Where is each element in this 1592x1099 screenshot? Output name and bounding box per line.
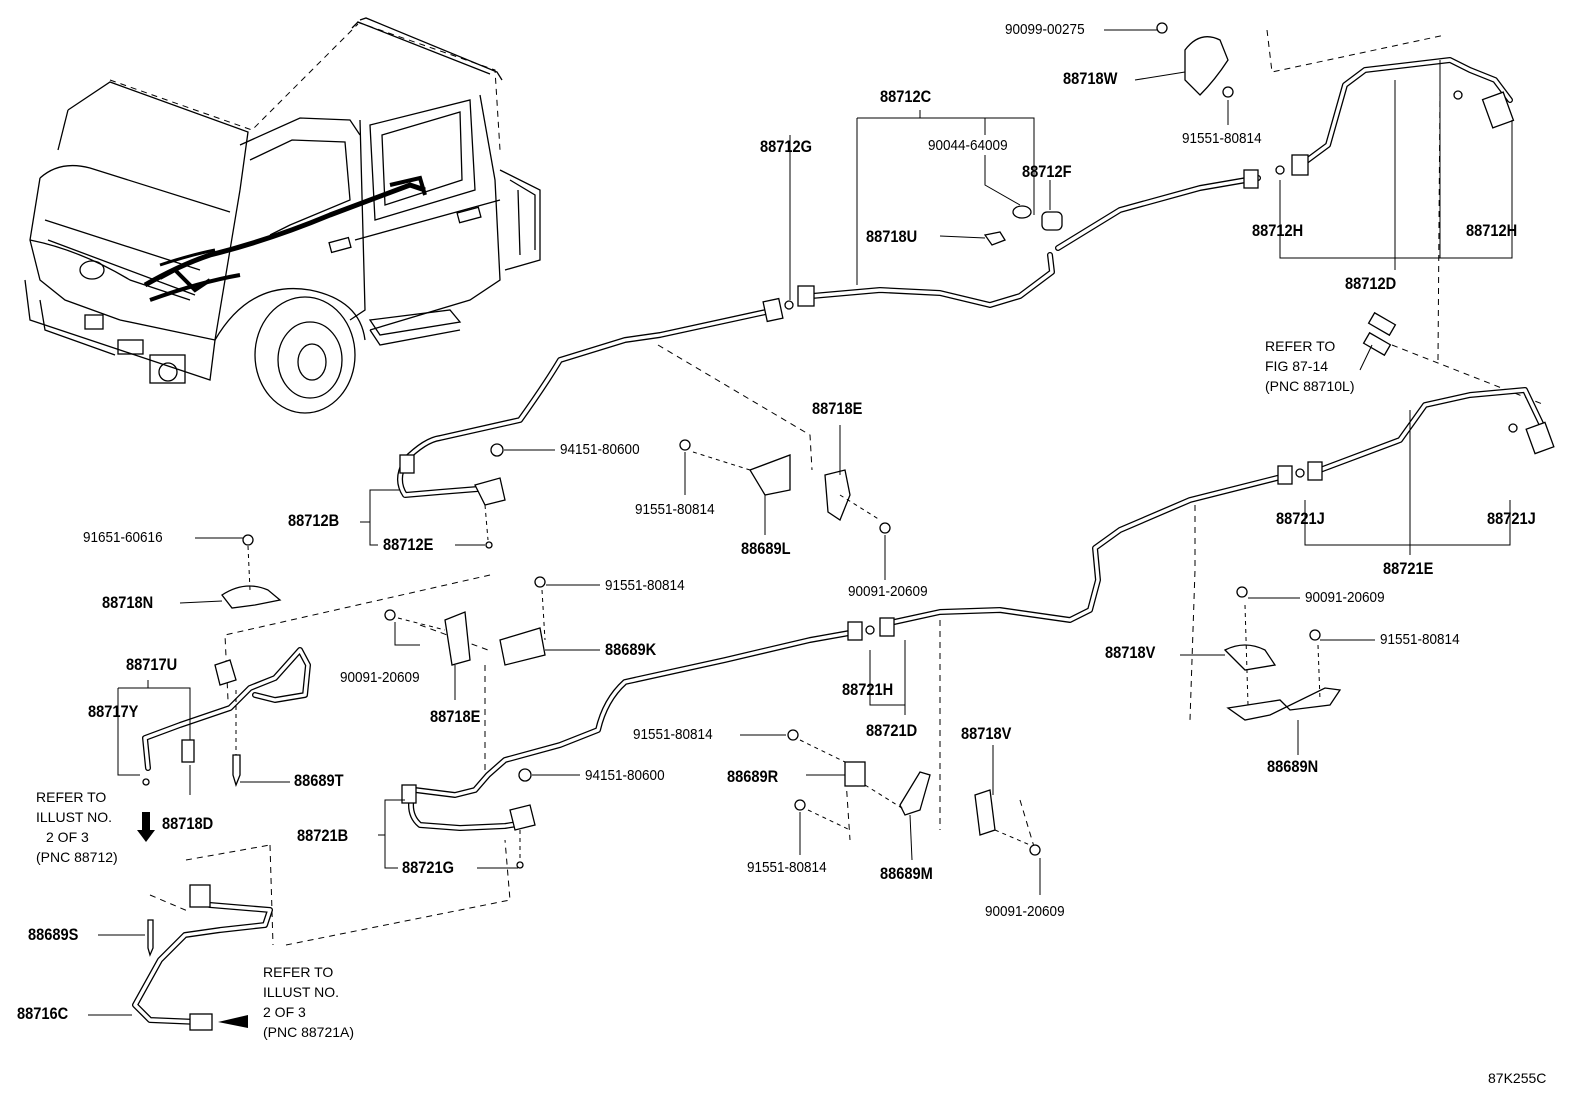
refer-illust-88721A: REFER TO ILLUST NO. 2 OF 3 (PNC 88721A) [263, 964, 355, 1040]
label-88718W: 88718W [1063, 69, 1118, 88]
label-88717Y: 88717Y [88, 702, 139, 721]
label-88721J-left: 88721J [1276, 509, 1325, 528]
label-88721D: 88721D [866, 721, 918, 740]
label-91551-80814-k: 91551-80814 [605, 577, 685, 594]
label-91551-80814-top: 91551-80814 [1182, 130, 1262, 147]
label-90091-20609-d: 90091-20609 [985, 903, 1065, 920]
label-88718D: 88718D [162, 814, 214, 833]
label-91651-60616: 91651-60616 [83, 529, 163, 546]
illustration-number: 87K255C [1488, 1070, 1547, 1086]
ac-piping [132, 57, 1551, 1025]
label-90091-20609-a: 90091-20609 [848, 583, 928, 600]
label-88712F: 88712F [1022, 162, 1072, 181]
label-91551-80814-r: 91551-80814 [633, 726, 713, 743]
label-88721G: 88721G [402, 858, 455, 877]
label-88718E-top: 88718E [812, 399, 863, 418]
label-91551-80814-n: 91551-80814 [1380, 631, 1460, 648]
label-88689R: 88689R [727, 767, 779, 786]
label-88712C: 88712C [880, 87, 932, 106]
label-88689L: 88689L [741, 539, 791, 558]
label-90099-00275: 90099-00275 [1005, 21, 1085, 38]
label-88689K: 88689K [605, 640, 657, 659]
label-94151-80600-top: 94151-80600 [560, 441, 640, 458]
label-88712H-left: 88712H [1252, 221, 1304, 240]
label-88718V-right: 88718V [1105, 643, 1156, 662]
label-88712G: 88712G [760, 137, 813, 156]
label-94151-80600-bottom: 94151-80600 [585, 767, 665, 784]
label-88721E: 88721E [1383, 559, 1434, 578]
label-88718V-mid: 88718V [961, 724, 1012, 743]
label-88689S: 88689S [28, 925, 79, 944]
label-88712D: 88712D [1345, 274, 1397, 293]
label-88721B: 88721B [297, 826, 349, 845]
label-88716C: 88716C [17, 1004, 69, 1023]
label-91551-80814-b: 91551-80814 [747, 859, 827, 876]
label-88721H: 88721H [842, 680, 894, 699]
label-91551-80814-mid: 91551-80814 [635, 501, 715, 518]
label-88718E-mid: 88718E [430, 707, 481, 726]
label-88718U: 88718U [866, 227, 918, 246]
reference-dashed-lines [149, 29, 1546, 946]
label-88712H-right: 88712H [1466, 221, 1518, 240]
label-88712E: 88712E [383, 535, 434, 554]
truck-illustration [24, 17, 541, 414]
label-88721J-right: 88721J [1487, 509, 1536, 528]
label-88689N: 88689N [1267, 757, 1319, 776]
label-90044-64009: 90044-64009 [928, 137, 1008, 154]
label-88712B: 88712B [288, 511, 340, 530]
refer-illust-88712: REFER TO ILLUST NO. 2 OF 3 (PNC 88712) [36, 789, 118, 865]
label-88718N: 88718N [102, 593, 154, 612]
label-90091-20609-b: 90091-20609 [340, 669, 420, 686]
label-88689T: 88689T [294, 771, 344, 790]
leader-lines [88, 29, 1513, 1016]
refer-fig-87-14: REFER TO FIG 87-14 (PNC 88710L) [1265, 338, 1355, 394]
components [137, 22, 1555, 1031]
label-88689M: 88689M [880, 864, 933, 883]
label-88717U: 88717U [126, 655, 178, 674]
label-90091-20609-c: 90091-20609 [1305, 589, 1385, 606]
